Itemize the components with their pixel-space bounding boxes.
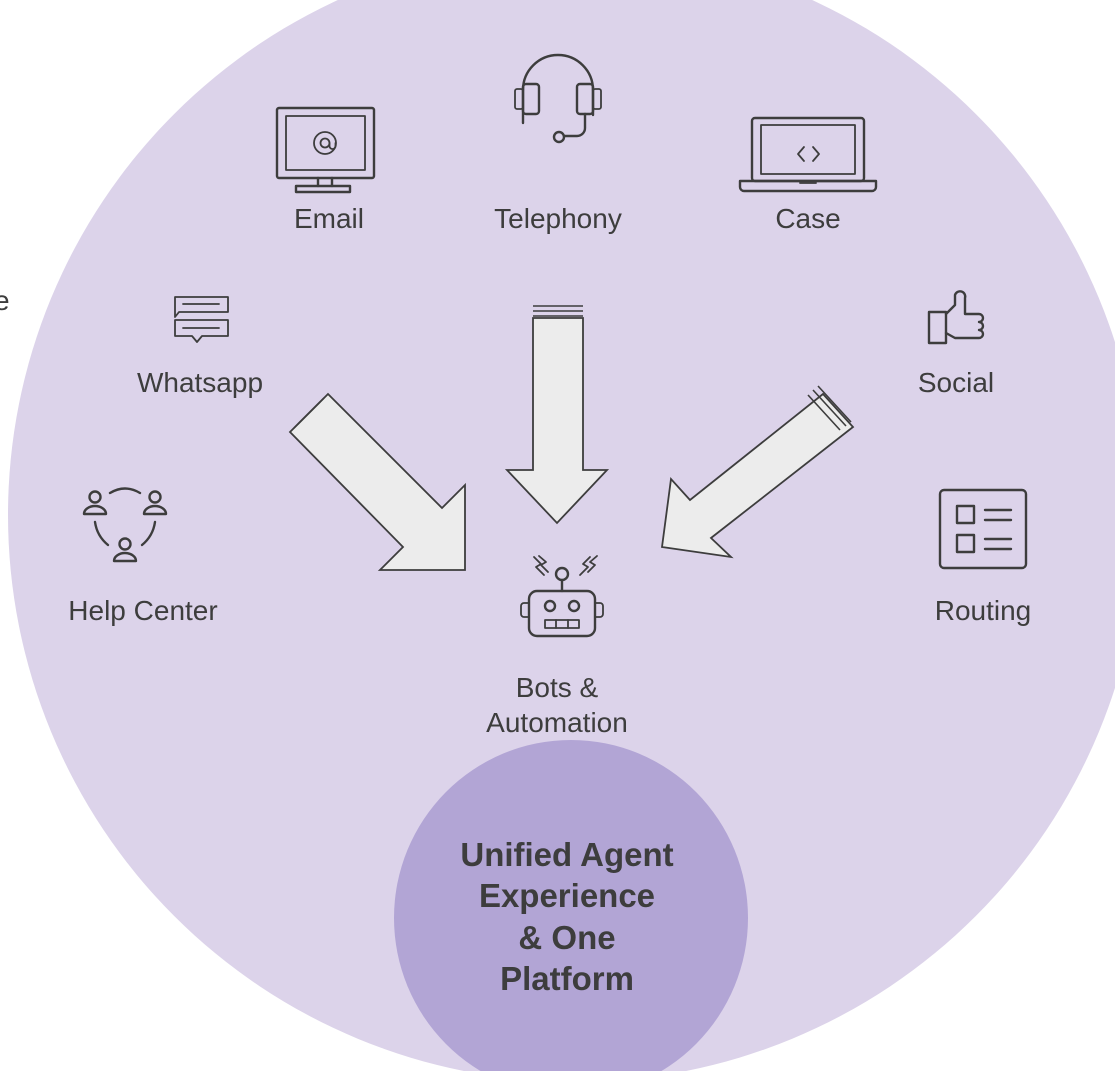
channel-email: Email [275,106,376,234]
bots-label-line1: Bots & [516,672,599,703]
channel-help-center: Help Center [68,487,218,626]
telephony-label: Telephony [494,203,622,234]
bots-label-line2: Automation [486,707,628,738]
channel-whatsapp: Whatsapp [137,296,263,398]
help-center-label: Help Center [68,595,217,626]
edge-glyph: e [0,285,10,316]
robot-icon [520,555,604,638]
arrow-whatsapp-to-bots [288,392,466,571]
hub-line4: Platform [500,960,634,997]
arrow-telephony-to-bots [504,305,610,525]
hub-ellipse [394,740,748,1071]
whatsapp-label: Whatsapp [137,367,263,398]
outer-circle [8,0,1115,1071]
social-label: Social [918,367,994,398]
headset-icon [514,53,602,144]
center-bots-automation: Bots & Automation [486,555,628,738]
thumbs-up-icon [927,290,985,345]
people-network-icon [82,487,168,563]
channel-case: Case [738,116,878,234]
arrow-social-to-bots [660,385,855,559]
email-label: Email [294,203,364,234]
routing-label: Routing [935,595,1032,626]
monitor-at-icon [275,106,376,194]
hub-line2: Experience [479,877,655,914]
checklist-icon [938,488,1028,570]
laptop-code-icon [738,116,878,193]
hub-line1: Unified Agent [460,836,673,873]
channel-routing: Routing [935,488,1032,626]
channel-telephony: Telephony [494,53,622,234]
hub-unified-agent: Unified Agent Experience & One Platform [394,740,748,1071]
channel-social: Social [918,290,994,398]
hub-line3: & One [518,919,615,956]
chat-bubbles-icon [174,296,229,343]
case-label: Case [775,203,840,234]
